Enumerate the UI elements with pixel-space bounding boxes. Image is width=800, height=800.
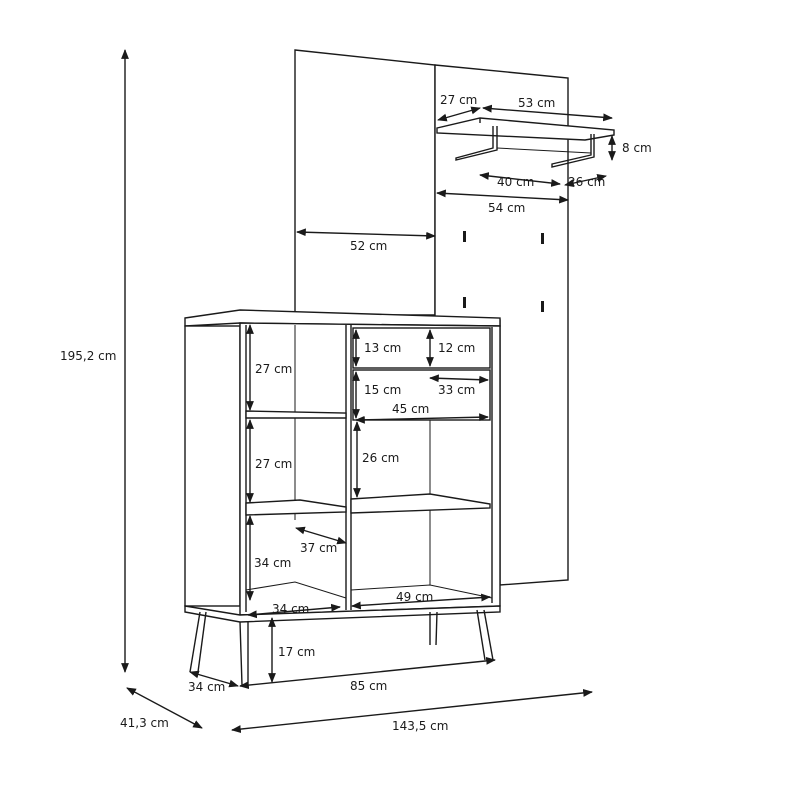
hook-icon [463,297,466,308]
dimension-label-rail-depth: 26 cm [568,175,605,189]
dimension-label-drawer-depth: 33 cm [438,383,475,397]
dimension-arrow-cubby-depth [295,526,347,545]
dimension-label-left-cubby-width: 34 cm [272,602,309,616]
dimension-arrow-right-panel-width [436,189,569,204]
dimension-label-shelf-height: 8 cm [622,141,652,155]
dimension-label-total-height: 195,2 cm [60,349,116,363]
shelf [245,499,347,516]
dimension-arrow-shelf-width [482,104,613,122]
drawer [352,327,491,369]
dimension-arrow-rail-width [479,172,561,187]
dimension-label-drawer2-outer-height: 15 cm [364,383,401,397]
dimension-label-right-compartment-width: 49 cm [396,590,433,604]
hat-shelf [436,117,615,168]
dimension-arrow-left-cubby-width [247,603,341,619]
dimension-label-total-depth: 41,3 cm [120,716,169,730]
cabinet-side [184,325,241,607]
dimension-label-right-upper-compartment-height: 26 cm [362,451,399,465]
dimension-label-rail-width: 40 cm [497,175,534,189]
dimension-arrow-shelf-depth [437,106,481,122]
dimension-arrow-left-panel-width [296,228,436,240]
dimension-arrow-cabinet-width [239,656,496,690]
dimension-lines [121,49,616,733]
cabinet [184,309,501,686]
dimension-arrow-right-compartment-width [351,593,491,610]
dimension-label-shelf-depth: 27 cm [440,93,477,107]
dimension-arrow-drawer-width [355,413,489,424]
coat-hooks [463,231,544,312]
dimension-label-cubby-depth: 37 cm [300,541,337,555]
left-wall-panel [294,49,436,316]
dimension-arrow-cabinet-depth [189,670,239,688]
dimension-label-leg-height: 17 cm [278,645,315,659]
dimension-label-bottom-left-cubby-height: 34 cm [254,556,291,570]
dimension-label-shelf-width: 53 cm [518,96,555,110]
dimension-label-top-left-cubby-height: 27 cm [255,362,292,376]
dimension-label-total-width: 143,5 cm [392,719,448,733]
shelf [350,493,491,514]
hook-icon [463,231,466,242]
dimension-label-left-panel-width: 52 cm [350,239,387,253]
hook-icon [541,233,544,244]
shelf [245,410,347,419]
dimension-label-cabinet-depth: 34 cm [188,680,225,694]
dimension-label-drawer1-inner-height: 12 cm [438,341,475,355]
dimension-label-drawer1-outer-height: 13 cm [364,341,401,355]
hook-icon [541,301,544,312]
dimension-arrow-total-width [231,689,593,733]
dimension-label-right-panel-width: 54 cm [488,201,525,215]
dimension-label-drawer-width: 45 cm [392,402,429,416]
dimension-arrow-drawer-depth [429,374,489,384]
dimension-label-mid-left-cubby-height: 27 cm [255,457,292,471]
dimension-arrow-rail-depth [564,174,607,187]
dimension-arrow-total-depth [126,687,203,729]
dimension-labels: 195,2 cm 27 cm 53 cm 8 cm 40 cm 26 cm 54 cm 52 … [60,93,652,733]
dimension-label-cabinet-width: 85 cm [350,679,387,693]
